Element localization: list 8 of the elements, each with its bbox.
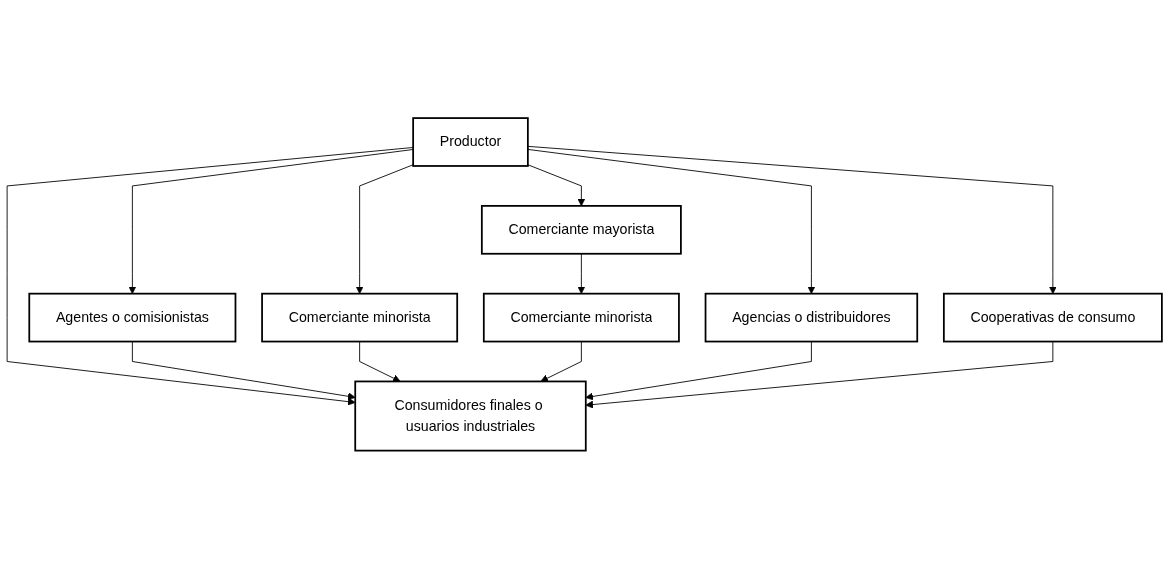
node-box: Productor [412, 117, 529, 167]
node-box: Consumidores finales o usuarios industriales [354, 380, 587, 452]
node-box: Comerciante minorista [261, 292, 459, 343]
node-box: Agentes o comisionistas [28, 292, 237, 343]
node-box: Cooperativas de consumo [942, 292, 1163, 343]
node-box: Comerciante minorista [482, 292, 680, 343]
node-box: Comerciante mayorista [480, 205, 682, 255]
node-box: Agencias o distribuidores [704, 292, 919, 343]
